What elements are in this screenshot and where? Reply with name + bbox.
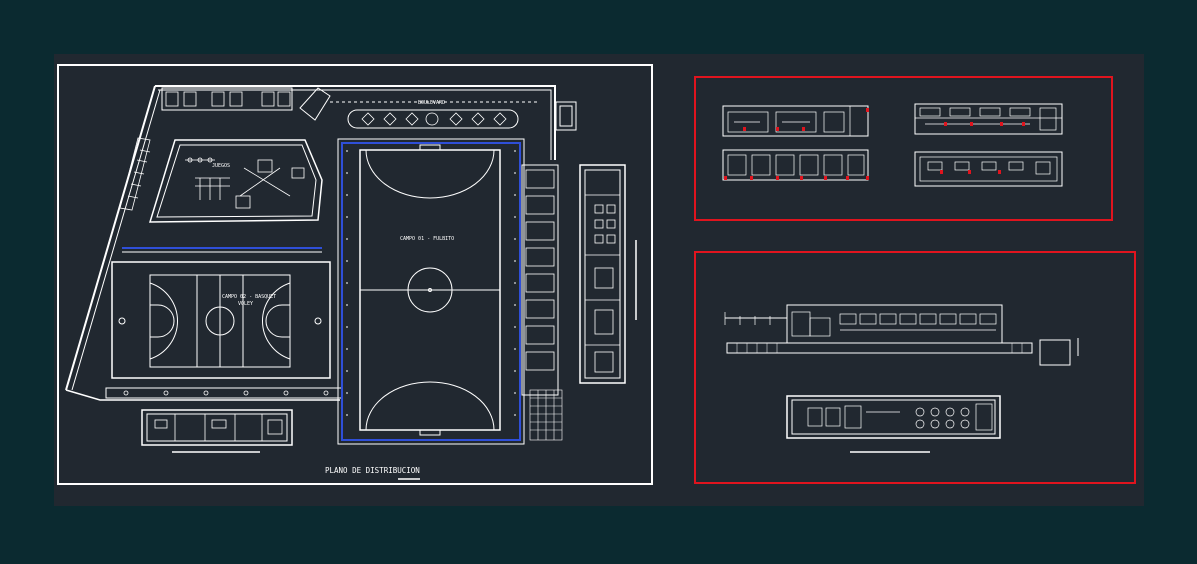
long-section-tower [1039, 339, 1071, 366]
futsal-center-spot [428, 288, 432, 292]
service-building-rooms [154, 414, 283, 441]
model-space-background [54, 54, 1144, 506]
basketball-key-right [265, 304, 290, 338]
basketball-court-label-1: CAMPO 02 - BASQUET [222, 294, 276, 300]
top-stands [161, 87, 293, 111]
basketball-arc-left [149, 282, 179, 360]
sections-panel [694, 251, 1136, 484]
entrance-arrow [299, 87, 331, 121]
sections-frame [694, 251, 1136, 484]
futsal-penalty-arc-top [365, 149, 495, 199]
hoop-left [118, 317, 126, 325]
plan-title: PLANO DE DISTRIBUCION [325, 466, 420, 475]
east-stands-blocks [525, 169, 555, 371]
futsal-goal-bottom [419, 429, 441, 436]
distribution-plan-sheet: BOULEVARD JUEGOS [57, 64, 653, 485]
admin-building-rooms [585, 194, 620, 373]
service-building [141, 409, 293, 446]
elevation-block-2 [914, 103, 1063, 135]
boulevard-trees [361, 112, 507, 126]
basketball-arc-right [261, 282, 291, 360]
futsal-center-circle [407, 267, 453, 313]
guard-booth [555, 101, 577, 131]
admin-building-inner [584, 169, 621, 379]
site-west-wall-inner [71, 89, 161, 391]
east-steps-grid [529, 389, 563, 441]
basketball-key-left [150, 304, 175, 338]
playground-area-inner [156, 144, 317, 218]
futsal-penalty-arc-bottom [365, 381, 495, 431]
elevation-block-4 [914, 151, 1063, 187]
sheet-border [57, 64, 653, 485]
elevation-block-3-details [727, 154, 865, 176]
site-south-wall [65, 389, 340, 401]
playground-label: JUEGOS [212, 163, 230, 169]
elevations-panel [694, 76, 1113, 221]
boulevard-planter-strip [347, 109, 519, 129]
south-stands-posts [123, 390, 329, 396]
hoop-right [314, 317, 322, 325]
futsal-blue-fence [341, 142, 521, 441]
site-perimeter-wall-inner [158, 89, 552, 160]
elevations-frame [694, 76, 1113, 221]
long-section-details [791, 311, 997, 337]
admin-building [579, 164, 626, 384]
futsal-court-label: CAMPO 01 - FULBITO [400, 236, 454, 242]
boulevard-label: BOULEVARD [418, 100, 445, 106]
futsal-goal-top [419, 144, 441, 151]
elevation-block-1 [722, 105, 869, 137]
elevation-block-2-details [915, 107, 1062, 131]
site-perimeter-wall [155, 85, 556, 160]
service-building-inner [146, 413, 288, 442]
guard-booth-inner [559, 105, 573, 127]
long-section-ground-strip [726, 342, 1033, 354]
secondary-plan-building-inner [791, 399, 996, 435]
basketball-court-outer [111, 261, 331, 379]
elevation-block-3 [722, 149, 869, 181]
secondary-plan-details [807, 403, 993, 431]
top-stands-seats [165, 91, 291, 107]
secondary-plan-building [786, 395, 1001, 439]
elevation-block-1-details [727, 106, 851, 136]
east-stands [521, 164, 559, 396]
basketball-court-label-2: VOLEY [238, 301, 253, 307]
elevation-block-4-details [919, 156, 1058, 182]
playground-area [148, 139, 323, 223]
long-section-fence-posts [724, 312, 771, 325]
site-west-wall [65, 85, 156, 391]
west-stairs [119, 137, 151, 211]
futsal-perimeter [337, 138, 525, 445]
long-section-ground-hatch [736, 343, 1023, 353]
playground-equipment [185, 157, 305, 209]
basketball-center-circle [205, 306, 235, 336]
elevation-red-markers [724, 108, 1025, 180]
